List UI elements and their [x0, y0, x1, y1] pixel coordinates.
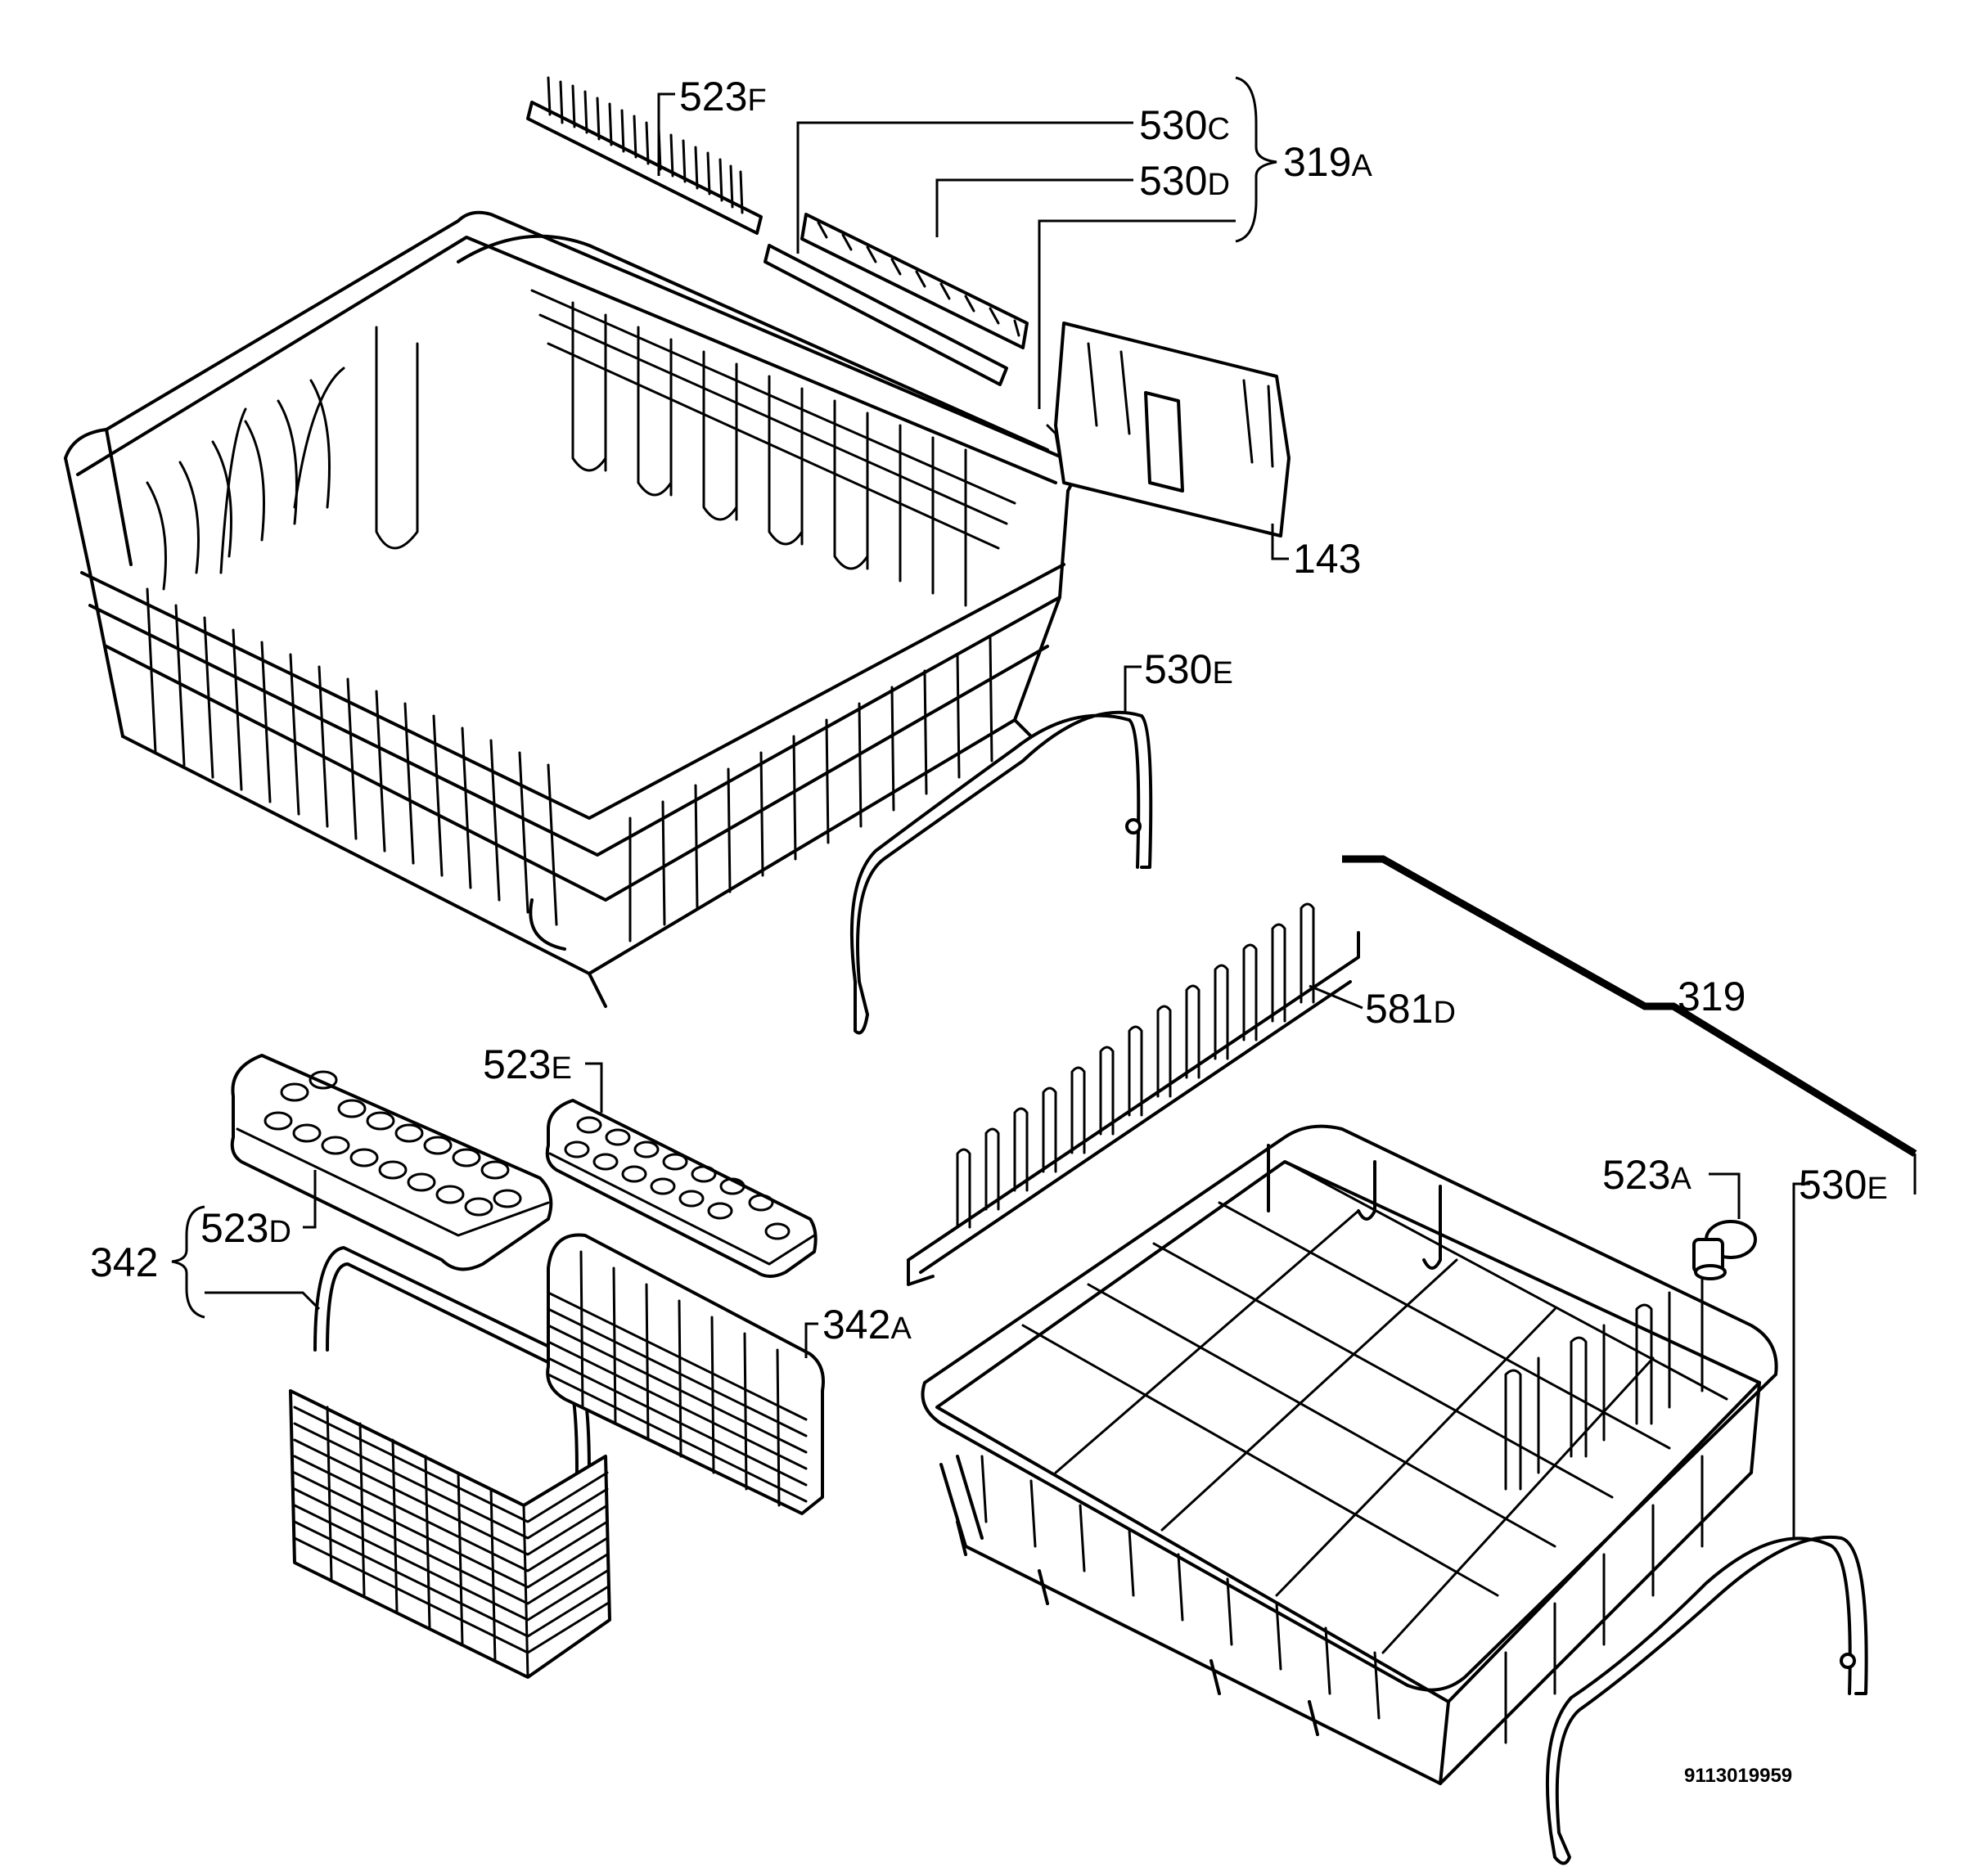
- label-523A: 523A: [1602, 1152, 1691, 1198]
- label-530E-top: 530E: [1144, 646, 1233, 692]
- label-319: 319: [1678, 974, 1746, 1019]
- label-523E: 523E: [483, 1041, 572, 1087]
- leader-lines: [171, 76, 1917, 1538]
- part-581D-comb: [907, 902, 1360, 1286]
- part-523F-rack: [526, 76, 763, 235]
- part-530C-rail: [764, 244, 1008, 386]
- part-530E-top-rail: [849, 710, 1153, 1035]
- part-530E-right-rail: [1545, 1535, 1868, 1865]
- label-319A: 319A: [1283, 139, 1372, 185]
- part-523E-lid: [545, 1099, 818, 1278]
- part-523A-wheel: [1692, 1220, 1757, 1280]
- lower-basket: [921, 1124, 1778, 1785]
- part-342A-basket: [546, 1233, 825, 1515]
- part-labels: 523F 530C 530D 319A 143 530E 581D 319 52…: [90, 74, 1888, 1787]
- label-581D: 581D: [1365, 986, 1456, 1032]
- label-143: 143: [1293, 536, 1361, 582]
- label-523F: 523F: [679, 74, 767, 119]
- upper-basket: [64, 210, 1075, 1008]
- part-342-basket: [289, 1246, 611, 1679]
- part-143-bracket: [1046, 322, 1291, 538]
- label-530D: 530D: [1139, 158, 1230, 204]
- label-530C: 530C: [1139, 102, 1230, 148]
- label-342A: 342A: [822, 1302, 912, 1347]
- label-342: 342: [90, 1239, 158, 1285]
- label-530E-right: 530E: [1799, 1162, 1888, 1208]
- label-523D: 523D: [200, 1205, 291, 1251]
- document-number: 9113019959: [1684, 1765, 1792, 1787]
- part-523D-lid: [230, 1054, 553, 1271]
- part-530D-rail: [800, 213, 1029, 349]
